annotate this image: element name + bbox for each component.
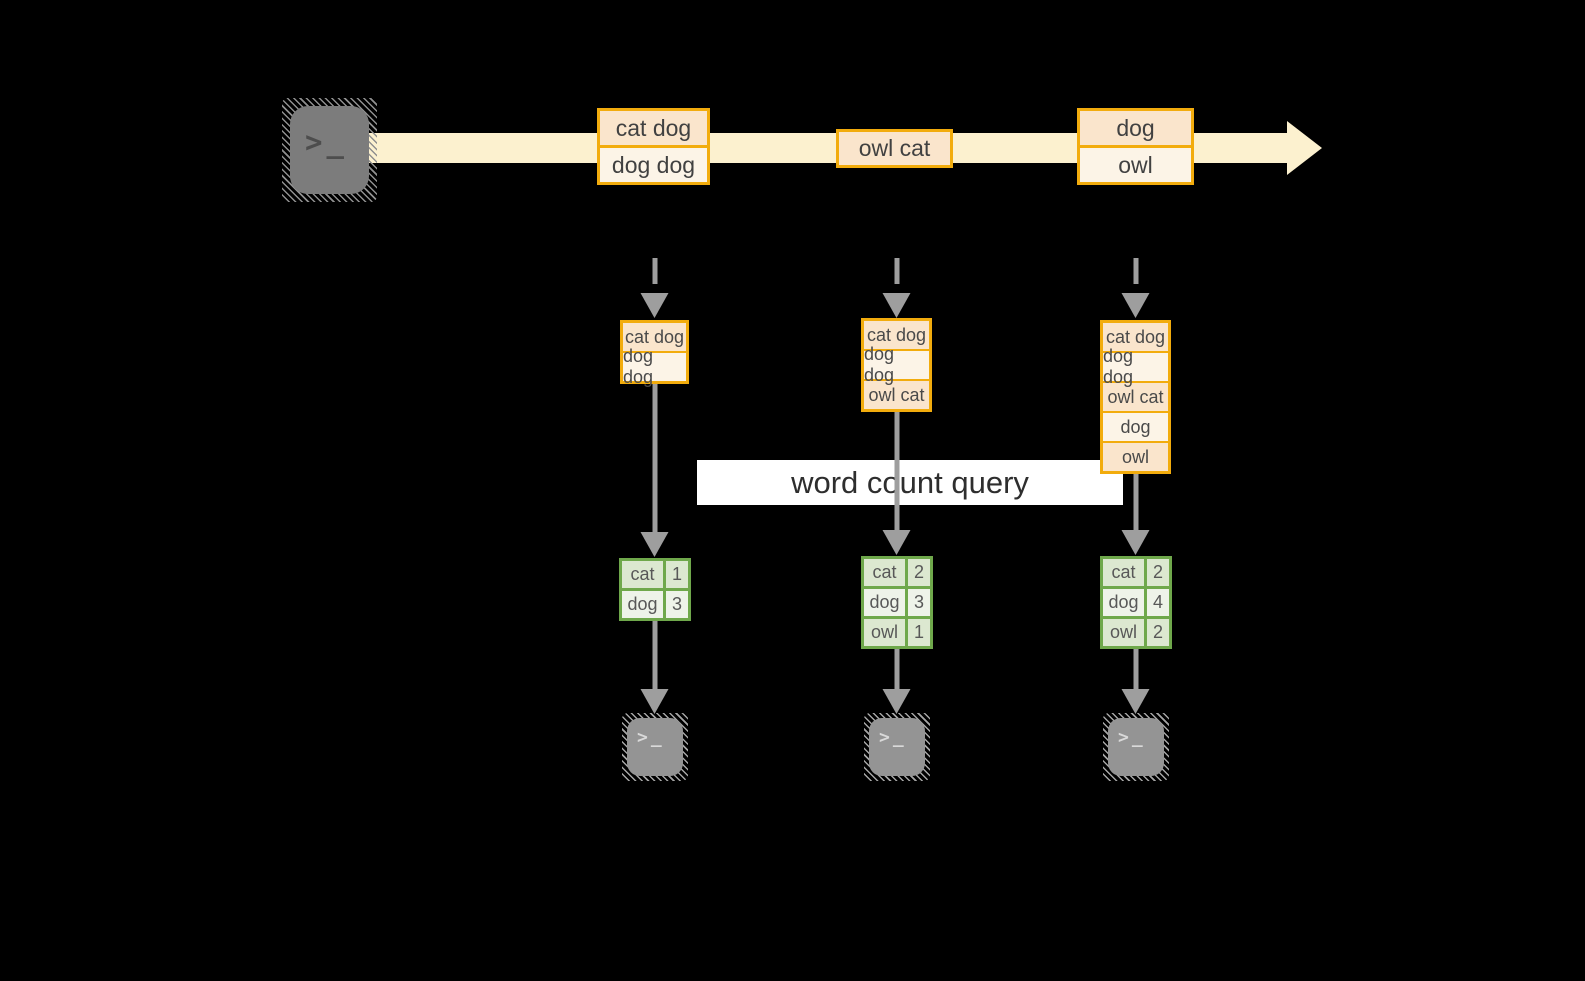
state-row: dog dog — [623, 346, 686, 387]
ingest-arrowhead-icon-1 — [640, 293, 669, 318]
word-cell: dog — [622, 591, 663, 618]
event-line: owl cat — [839, 132, 950, 165]
count-row: dog 3 — [864, 589, 930, 616]
count-cell: 3 — [908, 589, 930, 616]
count-cell: 2 — [908, 559, 930, 586]
count-cell: 4 — [1147, 589, 1169, 616]
count-cell: 2 — [1147, 559, 1169, 586]
output-arrowhead-icon-1 — [640, 689, 669, 714]
ingest-arrow-dash-1 — [652, 258, 658, 284]
word-cell: dog — [1103, 589, 1144, 616]
count-row: dog 3 — [622, 591, 688, 618]
query-arrow-line-2 — [894, 412, 900, 530]
terminal-body: >_ — [869, 718, 925, 776]
ingest-arrow-dash-2 — [894, 258, 900, 284]
terminal-prompt-glyph: >_ — [305, 125, 348, 159]
count-cell: 2 — [1147, 619, 1169, 646]
event-box-2: owl cat — [836, 129, 953, 168]
output-arrow-line-3 — [1133, 649, 1139, 689]
count-cell: 3 — [666, 591, 688, 618]
state-row: cat dog — [864, 321, 929, 349]
sink-terminal-icon-1: >_ — [622, 713, 688, 781]
ingest-arrowhead-icon-3 — [1121, 293, 1150, 318]
state-stack-3: cat dog dog dog owl cat dog owl — [1100, 320, 1171, 474]
state-row: owl cat — [864, 381, 929, 409]
query-arrow-line-3 — [1133, 474, 1139, 530]
state-row: cat dog — [1103, 323, 1168, 351]
terminal-prompt-glyph: >_ — [879, 727, 907, 748]
state-stack-1: cat dog dog dog — [620, 320, 689, 387]
event-line: dog — [1080, 111, 1191, 145]
state-row: owl — [1103, 443, 1168, 471]
event-box-3: dog owl — [1077, 108, 1194, 185]
query-label: word count query — [697, 460, 1123, 505]
query-arrow-line-1 — [652, 384, 658, 532]
event-line: cat dog — [600, 111, 707, 145]
count-table-3: cat 2 dog 4 owl 2 — [1100, 556, 1172, 649]
word-cell: owl — [864, 619, 905, 646]
terminal-body: >_ — [627, 718, 683, 776]
source-terminal-icon: >_ — [282, 98, 377, 202]
count-row: dog 4 — [1103, 589, 1169, 616]
terminal-prompt-glyph: >_ — [637, 727, 665, 748]
word-cell: cat — [1103, 559, 1144, 586]
event-box-1: cat dog dog dog — [597, 108, 710, 185]
output-arrow-line-1 — [652, 621, 658, 689]
count-cell: 1 — [908, 619, 930, 646]
word-cell: cat — [864, 559, 905, 586]
count-row: cat 2 — [1103, 559, 1169, 586]
state-row: cat dog — [623, 323, 686, 351]
query-arrowhead-icon-2 — [882, 530, 911, 555]
terminal-body: >_ — [1108, 718, 1164, 776]
word-cell: cat — [622, 561, 663, 588]
count-table-1: cat 1 dog 3 — [619, 558, 691, 621]
query-arrowhead-icon-3 — [1121, 530, 1150, 555]
state-stack-2: cat dog dog dog owl cat — [861, 318, 932, 412]
count-row: owl 2 — [1103, 619, 1169, 646]
count-cell: 1 — [666, 561, 688, 588]
word-cell: dog — [864, 589, 905, 616]
stream-arrowhead-icon — [1287, 121, 1322, 175]
terminal-prompt-glyph: >_ — [1118, 727, 1146, 748]
output-arrow-line-2 — [894, 649, 900, 689]
ingest-arrow-dash-3 — [1133, 258, 1139, 284]
state-row: dog dog — [864, 344, 929, 385]
state-row: owl cat — [1103, 383, 1168, 411]
output-arrowhead-icon-3 — [1121, 689, 1150, 714]
state-row: dog dog — [1103, 346, 1168, 387]
output-arrowhead-icon-2 — [882, 689, 911, 714]
count-row: cat 1 — [622, 561, 688, 588]
word-cell: owl — [1103, 619, 1144, 646]
event-line: owl — [1080, 148, 1191, 182]
sink-terminal-icon-3: >_ — [1103, 713, 1169, 781]
terminal-body: >_ — [290, 106, 369, 194]
count-table-2: cat 2 dog 3 owl 1 — [861, 556, 933, 649]
ingest-arrowhead-icon-2 — [882, 293, 911, 318]
query-arrowhead-icon-1 — [640, 532, 669, 557]
sink-terminal-icon-2: >_ — [864, 713, 930, 781]
state-row: dog — [1103, 413, 1168, 441]
event-line: dog dog — [600, 148, 707, 182]
count-row: owl 1 — [864, 619, 930, 646]
count-row: cat 2 — [864, 559, 930, 586]
